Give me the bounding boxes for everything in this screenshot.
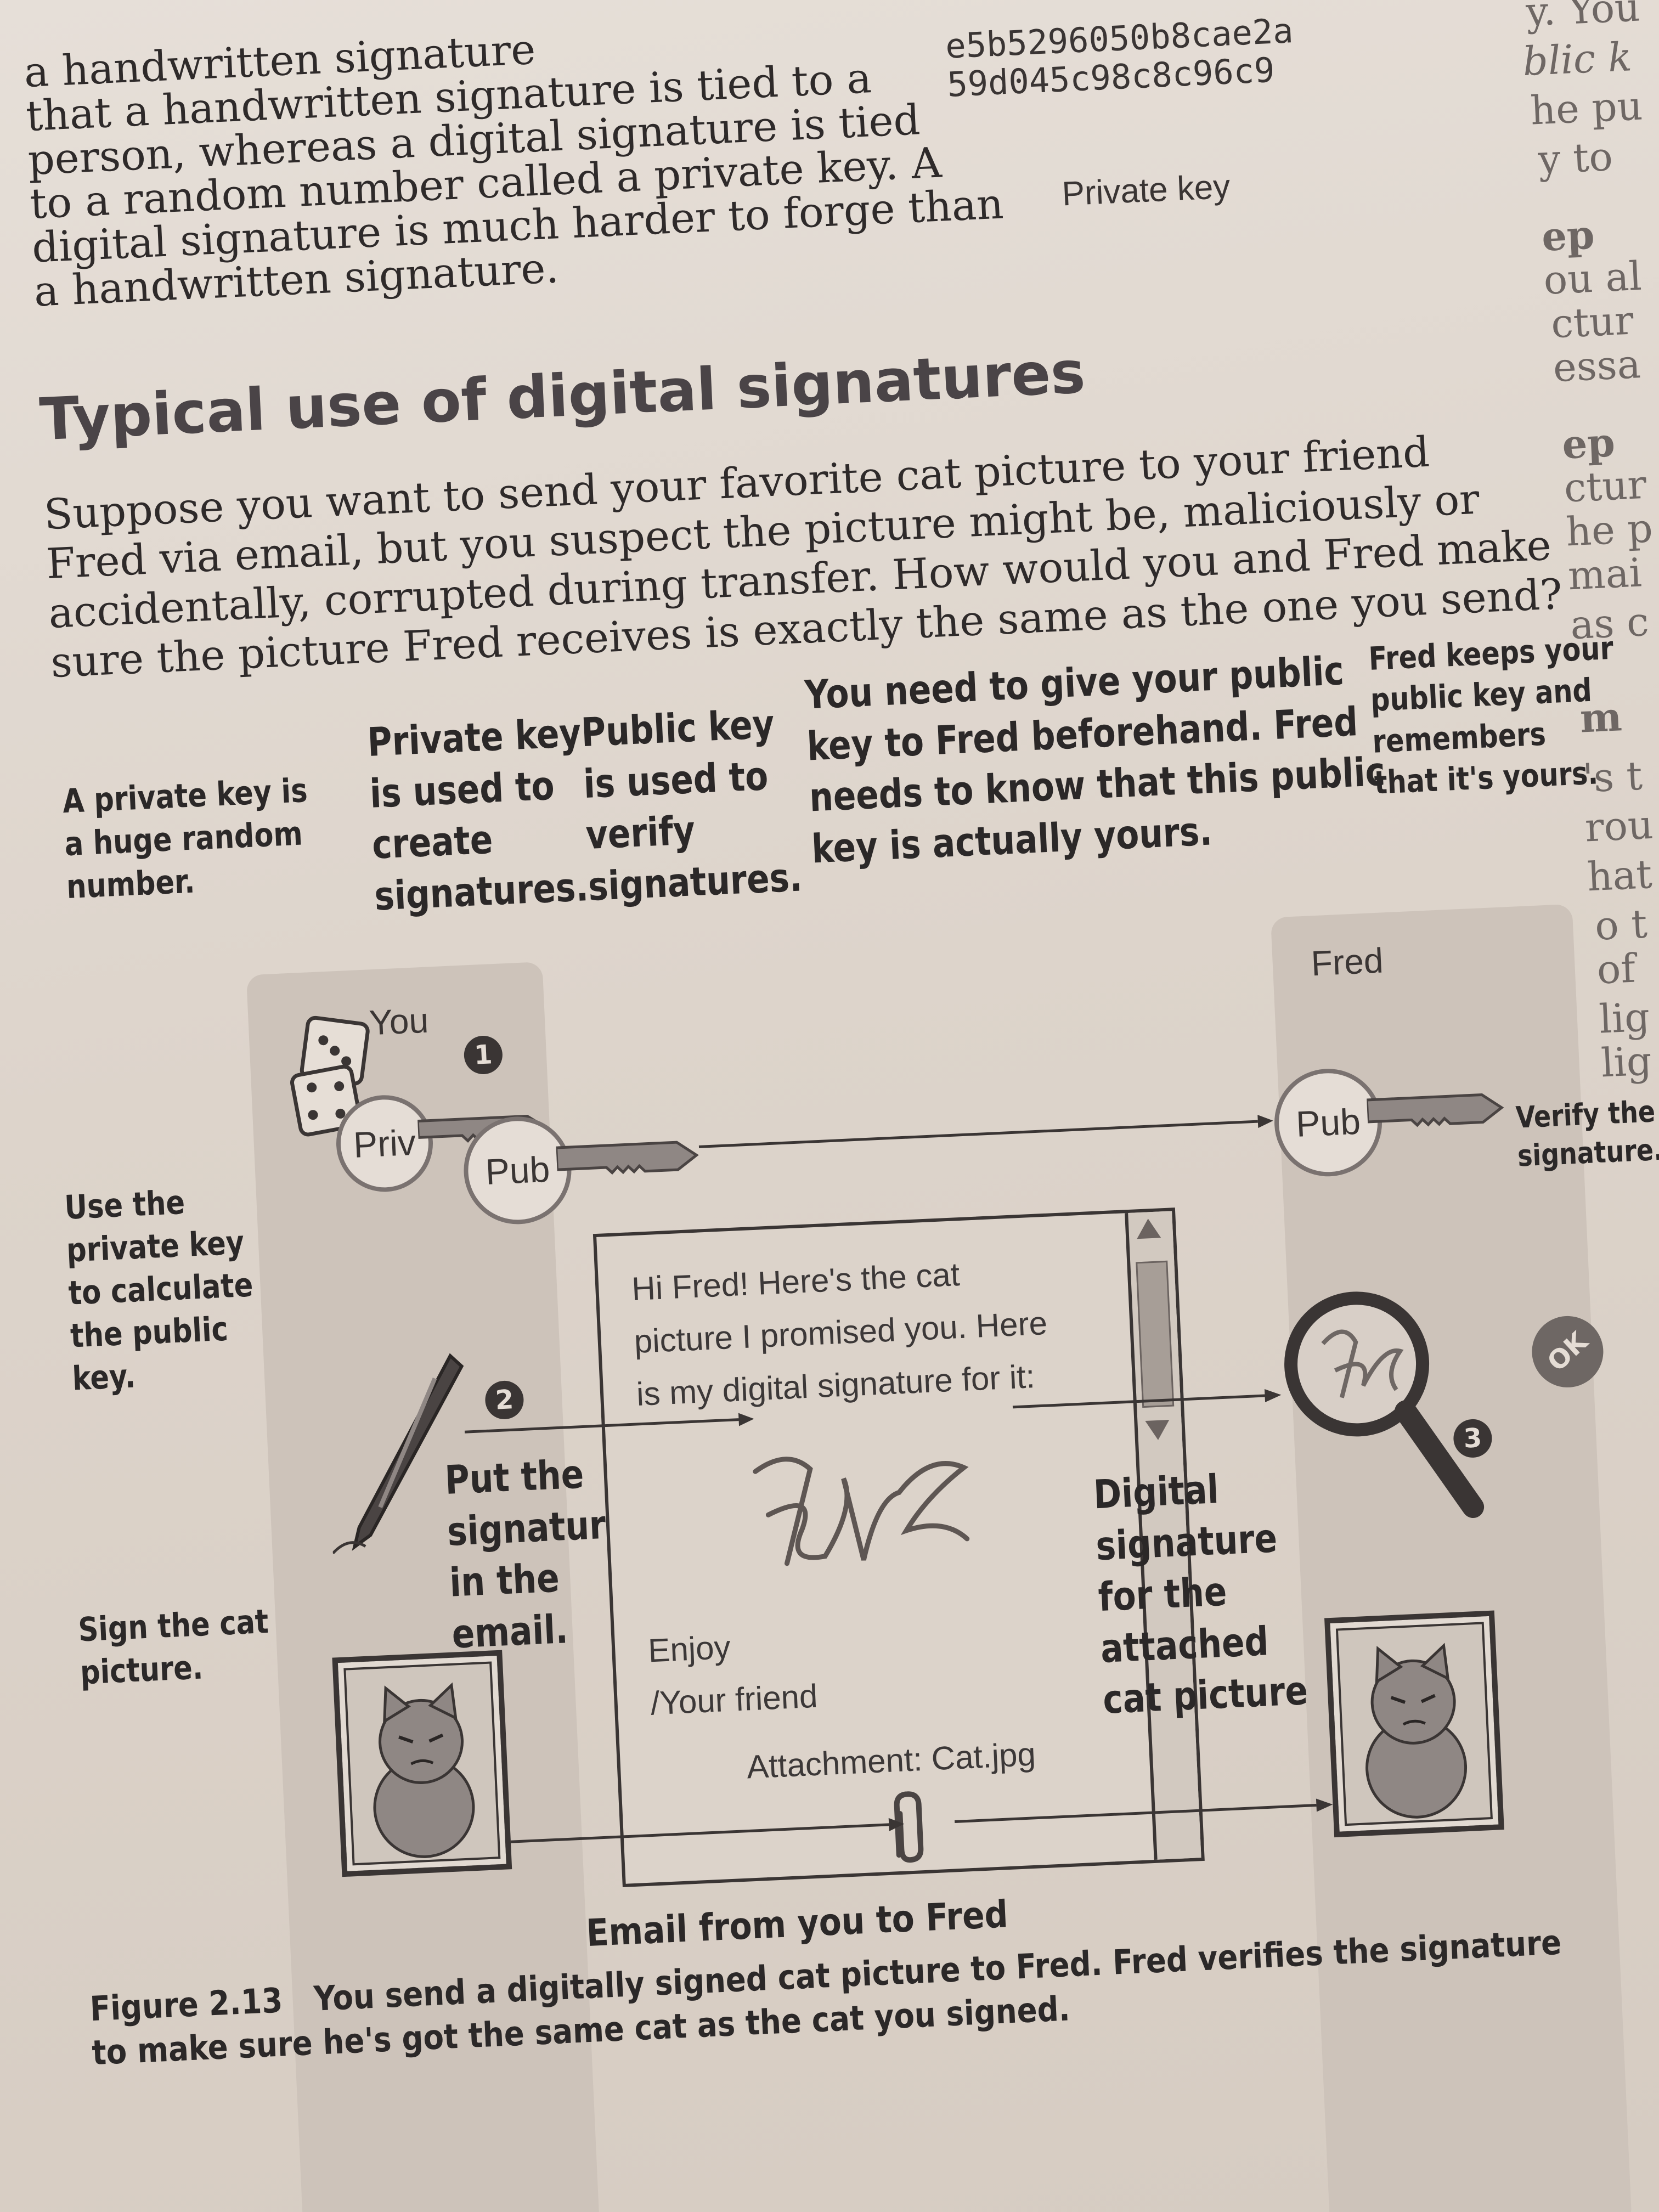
margin-fragment: ctur [1563, 461, 1647, 511]
section-heading: Typical use of digital signatures [38, 338, 1087, 454]
annotation-give-public-key: You need to give your public key to Fred… [803, 647, 1386, 872]
scroll-down-icon[interactable] [1145, 1419, 1170, 1441]
margin-fragment: he p [1565, 505, 1654, 555]
margin-fragment: ep [1561, 419, 1616, 468]
annotation-public-key-verify: Public key is used to verify signatures. [580, 701, 803, 910]
annotation-private-key-create: Private key is used to create signatures… [366, 709, 590, 919]
margin-fragment: of [1596, 945, 1637, 993]
margin-fragment: as c [1569, 598, 1650, 648]
fred-pub-label: Pub [1295, 1101, 1362, 1144]
cat-icon [1365, 1643, 1468, 1819]
attachment-flow-arrow [461, 1798, 1333, 1846]
scroll-up-icon[interactable] [1136, 1218, 1161, 1239]
margin-fragment: m [1579, 693, 1623, 742]
email-window: Hi Fred! Here's the cat picture I promis… [592, 1207, 1205, 1888]
signature-flow-arrow [464, 1389, 1282, 1434]
margin-fragment: o t [1594, 900, 1649, 949]
cat-picture-you [332, 1650, 512, 1877]
fred-public-key-shaft-icon [1366, 1093, 1504, 1127]
fred-label: Fred [1310, 940, 1384, 984]
dice-icon [290, 1015, 370, 1137]
public-key-shaft-icon [555, 1141, 699, 1175]
email-greeting: Hi Fred! Here's the cat picture I promis… [630, 1256, 1048, 1413]
email-attachment: Attachment: Cat.jpg [746, 1735, 1037, 1786]
margin-fragment: ep [1541, 211, 1596, 260]
margin-fragment: mai [1567, 549, 1643, 599]
margin-fragment: blic k [1521, 33, 1633, 85]
margin-fragment: rou [1584, 801, 1655, 851]
private-key-label: Private key [1061, 167, 1231, 213]
annotation-verify-signature: Verify the signature. [1515, 1094, 1659, 1173]
email-closing: Enjoy /Your friend [647, 1628, 819, 1722]
annotation-calculate-public-key: Use the private key to calculate the pub… [64, 1183, 254, 1398]
margin-fragment: ou al [1542, 252, 1643, 303]
signature-scribble-icon [753, 1457, 970, 1566]
margin-fragment: he pu [1529, 82, 1644, 134]
magnifier-icon [1284, 1291, 1485, 1519]
margin-fragment: lig [1598, 994, 1651, 1042]
margin-fragment: essa [1552, 341, 1642, 391]
priv-label: Priv [352, 1121, 417, 1165]
margin-fragment: 's t [1582, 752, 1644, 802]
cat-picture-fred [1324, 1610, 1504, 1838]
annotation-private-key-random: A private key is a huge random number. [61, 771, 308, 907]
annotation-sign-cat: Sign the cat picture. [77, 1602, 269, 1692]
public-key-transfer-arrow [698, 1115, 1273, 1148]
figure-number: Figure 2.13 [89, 1980, 284, 2029]
margin-fragment: y to [1537, 133, 1614, 183]
pen-icon [331, 1353, 464, 1555]
cat-icon [373, 1682, 475, 1858]
margin-fragment: y. You [1525, 0, 1641, 35]
pub-label: Pub [484, 1148, 551, 1193]
margin-fragment: hat [1586, 851, 1654, 900]
margin-fragment: lig [1600, 1037, 1653, 1086]
margin-fragment: ctur [1550, 297, 1635, 347]
scroll-thumb[interactable] [1136, 1260, 1175, 1408]
paperclip-icon[interactable] [874, 1787, 943, 1867]
annotation-digital-signature: Digital signature for the attached cat p… [1092, 1466, 1309, 1723]
